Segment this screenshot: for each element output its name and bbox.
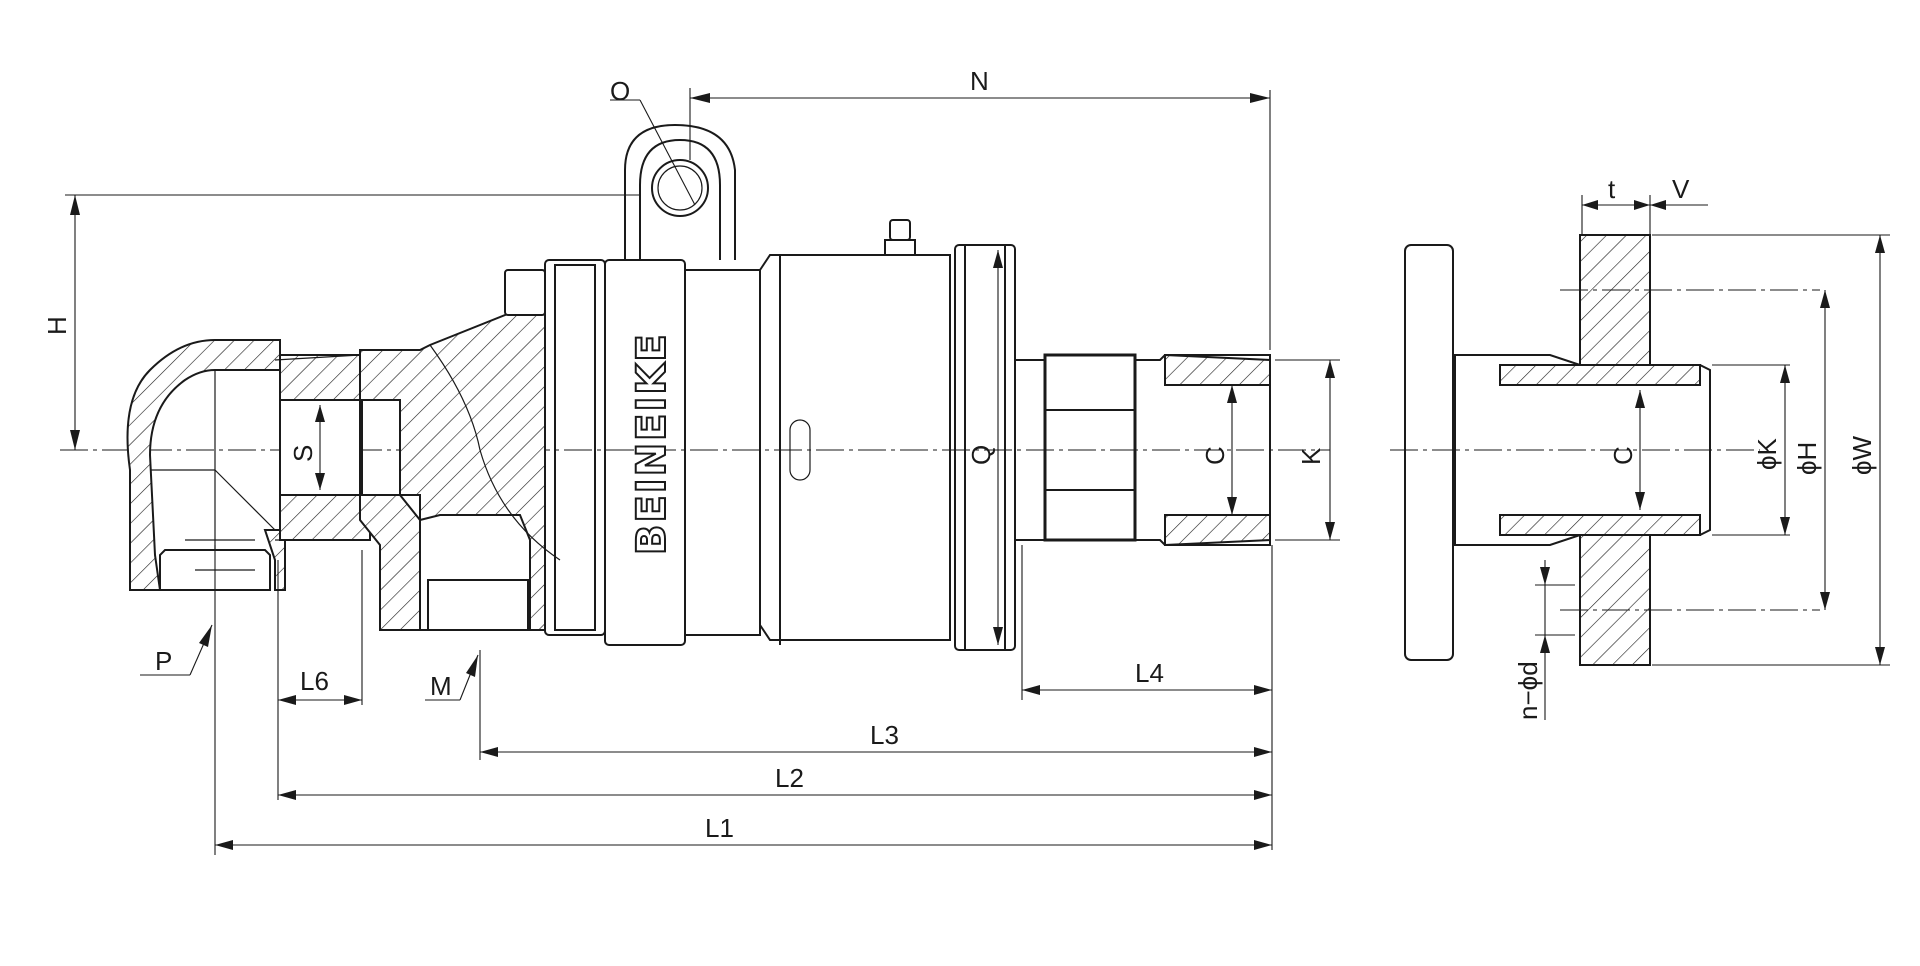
- label-phi-w: ϕW: [1847, 435, 1877, 475]
- housing-section: [359, 298, 561, 631]
- label-n: N: [970, 66, 989, 96]
- brand-name: BEINEIKE: [629, 332, 675, 555]
- label-t: t: [1608, 174, 1616, 204]
- flange-side-view: [1404, 244, 1454, 661]
- label-m: M: [430, 671, 452, 701]
- label-k-main: K: [1296, 447, 1326, 465]
- label-l3: L3: [870, 720, 899, 750]
- label-l2: L2: [775, 763, 804, 793]
- label-phi-h: ϕH: [1792, 442, 1822, 475]
- label-o: O: [610, 76, 630, 106]
- label-l6: L6: [300, 666, 329, 696]
- flange-section-view: [1390, 234, 1820, 666]
- hex-and-thread: [1014, 353, 1271, 547]
- slot-window: [789, 419, 811, 481]
- label-s: S: [288, 445, 318, 462]
- dimension-labels: O N H S P L6 M Q C K L4 L3 L2 L1 t V C ϕ…: [42, 66, 1877, 843]
- label-q: Q: [966, 445, 996, 465]
- label-p: P: [155, 646, 172, 676]
- label-l1: L1: [705, 813, 734, 843]
- dimension-lines: [65, 88, 1890, 855]
- lug-hole: [651, 159, 709, 217]
- nipple-section: [274, 354, 403, 541]
- label-n-phi-d: n−ϕd: [1513, 661, 1543, 720]
- label-c-main: C: [1200, 446, 1230, 465]
- label-c-flange: C: [1608, 446, 1638, 465]
- mount-lug: [624, 123, 736, 260]
- main-cylinder: [759, 219, 951, 645]
- label-v: V: [1672, 174, 1690, 204]
- label-phi-k: ϕK: [1752, 437, 1782, 470]
- bearing-flanges: [504, 259, 761, 646]
- label-h: H: [42, 316, 72, 335]
- elbow-body: [126, 339, 286, 591]
- label-l4: L4: [1135, 658, 1164, 688]
